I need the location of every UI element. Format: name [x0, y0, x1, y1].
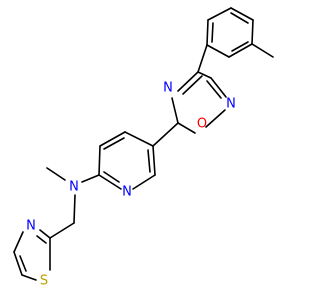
bond — [98, 174, 122, 190]
methyl-bond — [251, 43, 274, 58]
bond — [228, 43, 253, 58]
bond — [19, 255, 27, 272]
bond — [99, 131, 126, 147]
atom-n-methylamine: N — [69, 180, 79, 195]
bond — [124, 131, 154, 147]
bond — [207, 7, 232, 21]
bond — [206, 80, 222, 99]
bond — [147, 149, 151, 173]
bond — [98, 145, 101, 176]
bond — [177, 122, 196, 134]
bond — [231, 41, 249, 52]
bond — [230, 12, 249, 24]
atom-n-pyridine: N — [122, 185, 132, 200]
atom-n-thiazole: N — [26, 219, 36, 234]
bond — [49, 222, 75, 239]
bond — [103, 137, 125, 150]
bond — [103, 171, 120, 183]
bond — [13, 251, 23, 276]
atom-o-oxadiazole: O — [197, 117, 207, 132]
bond — [177, 71, 199, 92]
pyridine-ring — [98, 131, 156, 190]
bond — [197, 71, 212, 79]
bond — [211, 22, 214, 43]
bond — [132, 174, 156, 190]
molecule-structure: O N N N N N S — [13, 7, 274, 289]
bond — [171, 97, 179, 124]
atom-n-oxadiazole-2: N — [163, 81, 173, 96]
bond — [81, 174, 100, 183]
bond — [13, 231, 24, 253]
bond — [197, 44, 208, 73]
bond — [206, 19, 209, 46]
atom-s-thiazole: S — [40, 274, 48, 289]
thiazole-ring — [13, 229, 51, 281]
bond — [210, 77, 227, 98]
oxadiazole-ring — [171, 71, 227, 134]
bond — [39, 229, 51, 239]
bond — [230, 7, 254, 21]
bond — [251, 19, 254, 45]
bond — [152, 122, 179, 147]
bond — [205, 109, 226, 128]
methyl-bond — [46, 167, 66, 181]
bond — [21, 274, 37, 281]
tolyl-ring — [206, 7, 254, 58]
bond — [206, 44, 230, 58]
bond — [36, 235, 47, 244]
bond — [182, 75, 203, 95]
atom-n-oxadiazole-4: N — [226, 97, 236, 112]
bond — [73, 194, 76, 224]
bond — [152, 145, 156, 176]
